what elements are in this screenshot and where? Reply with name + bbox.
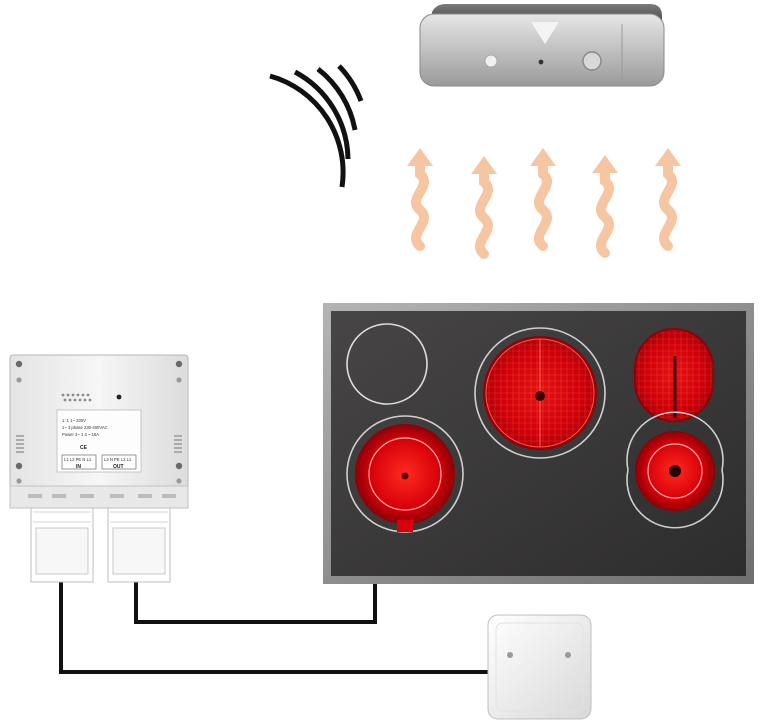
out-label: OUT (113, 464, 124, 470)
cooking-zone-extended (626, 328, 724, 529)
sensor-led-icon (484, 54, 498, 68)
heat-waves (407, 148, 681, 254)
wiring (59, 580, 496, 674)
relay-module: 1: 1 1~ 230V 1~ 3 phase 230-400VAC Power… (9, 354, 189, 583)
cooking-zone-large (474, 327, 606, 459)
status-led-icon (116, 394, 122, 400)
sensor-button (582, 51, 602, 71)
ceramic-cooktop (323, 303, 754, 584)
screw-icon (565, 652, 571, 658)
heat-arrow-icon (655, 148, 681, 246)
vent-grille (61, 393, 92, 402)
screw-icon (175, 360, 183, 368)
wireless-signal-icon (269, 64, 364, 188)
heat-arrow-icon (471, 156, 497, 254)
junction-box (487, 614, 592, 720)
screw-icon (507, 652, 513, 658)
in-label: IN (76, 464, 81, 470)
cooking-zone-off (346, 323, 428, 405)
heat-arrow-icon (592, 155, 618, 253)
connector-in (30, 505, 94, 583)
screw-icon (15, 462, 23, 470)
ceiling-sensor (419, 4, 665, 87)
product-label: 1: 1 1~ 230V 1~ 3 phase 230-400VAC Power… (56, 409, 142, 473)
ce-mark: CE (80, 445, 88, 451)
heat-arrow-icon (407, 148, 433, 246)
screw-icon (175, 462, 183, 470)
screw-icon (15, 360, 23, 368)
cable-to-cooktop (134, 580, 377, 624)
label-line-2: 1~ 3 phase 230-400VAC (62, 425, 108, 430)
out-terminal-labels: L3 N PE L2 L1 (104, 457, 132, 462)
heat-arrow-icon (530, 148, 556, 246)
label-line-3: Power 3~ 1 3 ~ 16A (62, 432, 99, 437)
in-terminal-labels: L1 L2 PE N L1 (64, 457, 92, 462)
cooking-zone-medium (346, 415, 464, 533)
sensor-hole-icon (538, 59, 544, 65)
label-line-1: 1: 1 1~ 230V (62, 418, 86, 423)
cable-to-junction (59, 580, 496, 674)
connector-out (107, 505, 171, 583)
